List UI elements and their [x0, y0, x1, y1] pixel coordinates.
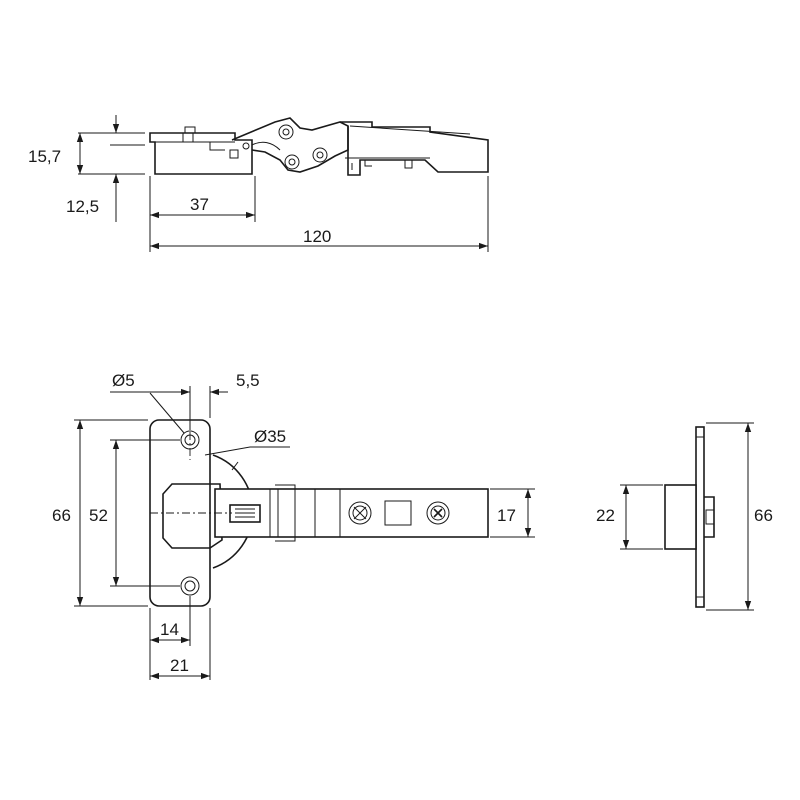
end-view: 22 66	[596, 422, 773, 611]
dim-cup-offset: 14	[160, 620, 179, 639]
dim-plate-width: 21	[170, 656, 189, 675]
dim-cup-diameter: Ø35	[254, 427, 286, 446]
dim-side-cup-length: 37	[190, 195, 209, 214]
dim-plate-height: 66	[52, 506, 71, 525]
dim-hole-spacing: 52	[89, 506, 108, 525]
dim-end-height-inner: 22	[596, 506, 615, 525]
side-view: 15,7 12,5 37 120	[28, 115, 489, 252]
front-view: Ø5 5,5 Ø35 66 52 14 21 17	[52, 371, 535, 680]
dim-end-height-total: 66	[754, 506, 773, 525]
dim-side-height: 15,7	[28, 147, 61, 166]
dim-hole-diameter: Ø5	[112, 371, 135, 390]
dim-hole-offset: 5,5	[236, 371, 260, 390]
dim-arm-width: 17	[497, 506, 516, 525]
dim-side-offset: 12,5	[66, 197, 99, 216]
dim-side-total-length: 120	[303, 227, 331, 246]
